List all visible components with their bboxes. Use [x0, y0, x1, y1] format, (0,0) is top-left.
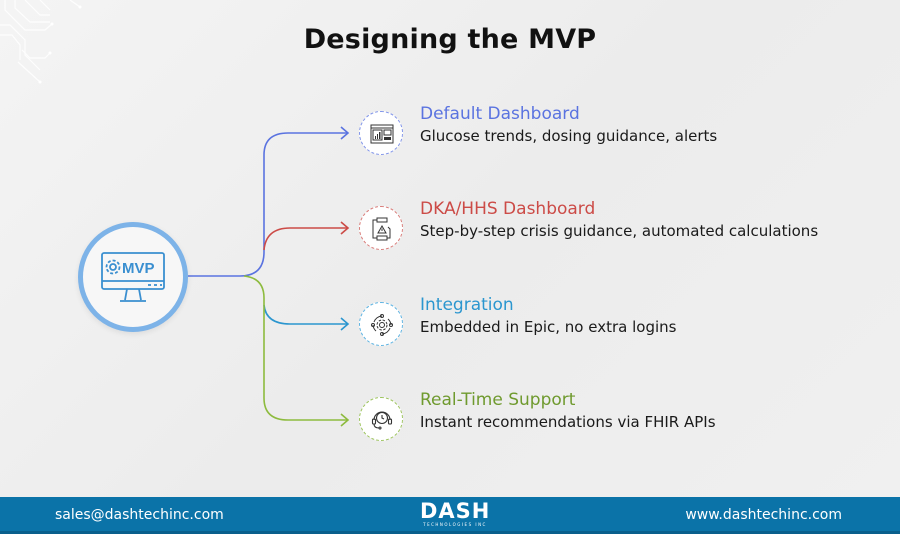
footer-website-link[interactable]: www.dashtechinc.com — [685, 507, 842, 523]
monitor-gear-icon: MVP — [101, 252, 165, 302]
footer-email-link[interactable]: sales@dashtechinc.com — [55, 507, 224, 523]
connector-real-time-support — [243, 275, 348, 421]
item-title: Integration — [420, 295, 514, 315]
item-description: Embedded in Epic, no extra logins — [420, 318, 677, 336]
dashboard-icon — [370, 124, 394, 144]
arrow-integration — [340, 317, 350, 331]
item-title: Default Dashboard — [420, 104, 580, 124]
connector-integration — [263, 304, 348, 325]
item-title: Real-Time Support — [420, 390, 576, 410]
connector-dka-dashboard — [263, 227, 348, 251]
icon-circle — [359, 111, 403, 155]
mvp-hub: MVP — [78, 222, 188, 332]
arrow-real-time-support — [340, 413, 350, 427]
item-description: Glucose trends, dosing guidance, alerts — [420, 127, 718, 145]
item-description: Instant recommendations via FHIR APIs — [420, 413, 716, 431]
page-title: Designing the MVP — [303, 24, 597, 55]
footer-bar: sales@dashtechinc.com DASH TECHNOLOGIES … — [0, 497, 900, 534]
connector-default-dashboard — [188, 132, 348, 277]
icon-circle — [359, 397, 403, 441]
workflow-warning-icon — [372, 217, 391, 241]
logo-sub-text: TECHNOLOGIES INC — [423, 522, 487, 527]
headset-clock-icon — [371, 411, 393, 430]
integration-gear-icon — [371, 314, 393, 336]
hub-label: MVP — [122, 260, 155, 277]
arrow-default-dashboard — [340, 126, 350, 140]
circuit-decoration — [0, 0, 82, 84]
logo-main-text: DASH — [420, 499, 491, 523]
icon-circle — [359, 206, 403, 250]
item-description: Step-by-step crisis guidance, automated … — [420, 222, 819, 240]
item-title: DKA/HHS Dashboard — [420, 199, 596, 219]
icon-circle — [359, 302, 403, 346]
dash-logo: DASH TECHNOLOGIES INC — [420, 500, 490, 528]
arrow-dka-dashboard — [340, 221, 350, 235]
